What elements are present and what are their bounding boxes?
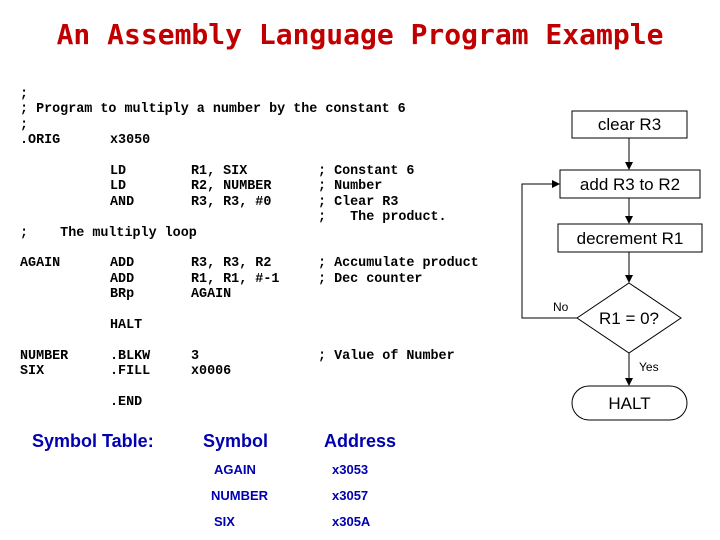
code-label: SIX	[20, 364, 45, 380]
flow-text-decision: R1 = 0?	[599, 309, 659, 328]
flow-text-clear: clear R3	[598, 115, 661, 134]
code-opcode: .BLKW	[110, 348, 151, 364]
code-operands: R2, NUMBER	[191, 179, 272, 195]
code-operands: R1, SIX	[191, 163, 248, 179]
code-opcode: HALT	[110, 317, 143, 333]
code-comment: ; Dec counter	[318, 271, 423, 287]
code-opcode: AND	[110, 194, 135, 210]
code-label: ; Program to multiply a number by the co…	[20, 102, 406, 118]
flow-label-no: No	[553, 300, 569, 314]
code-operands: AGAIN	[191, 287, 232, 303]
code-label: .ORIG	[20, 133, 61, 149]
code-operands: R1, R1, #-1	[191, 271, 280, 287]
flow-box-add	[559, 169, 701, 199]
page-title: An Assembly Language Program Example	[56, 18, 664, 51]
code-opcode: ADD	[110, 256, 135, 272]
code-comment: ; Number	[318, 179, 383, 195]
code-label: ; The multiply loop	[20, 225, 197, 241]
flow-arrow-loop-back	[521, 180, 577, 319]
code-comment: ; Clear R3	[318, 194, 399, 210]
code-label: ;	[20, 117, 29, 133]
code-operands: x0006	[191, 364, 232, 380]
flow-text-add: add R3 to R2	[580, 175, 680, 194]
code-opcode: ADD	[110, 271, 135, 287]
code-comment: ; Accumulate product	[318, 256, 479, 272]
flow-text-decrement: decrement R1	[577, 229, 684, 248]
code-comment: ; Constant 6	[318, 163, 415, 179]
code-opcode: LD	[110, 179, 127, 195]
code-label: ;	[20, 87, 29, 102]
flow-terminal-halt	[571, 385, 688, 421]
flow-box-decrement	[557, 223, 703, 253]
code-comment: ; Value of Number	[318, 348, 455, 364]
code-opcode: x3050	[110, 133, 151, 149]
code-comment: ; The product.	[318, 210, 447, 226]
code-opcode: .END	[110, 394, 143, 410]
code-label: NUMBER	[20, 348, 69, 364]
flow-label-yes: Yes	[639, 360, 659, 374]
code-operands: R3, R3, #0	[191, 194, 272, 210]
code-operands: R3, R3, R2	[191, 256, 272, 272]
code-opcode: BRp	[110, 287, 135, 303]
flow-text-halt: HALT	[608, 394, 650, 413]
code-opcode: LD	[110, 163, 127, 179]
code-operands: 3	[191, 348, 200, 364]
code-opcode: .FILL	[110, 364, 151, 380]
code-label: AGAIN	[20, 256, 61, 272]
